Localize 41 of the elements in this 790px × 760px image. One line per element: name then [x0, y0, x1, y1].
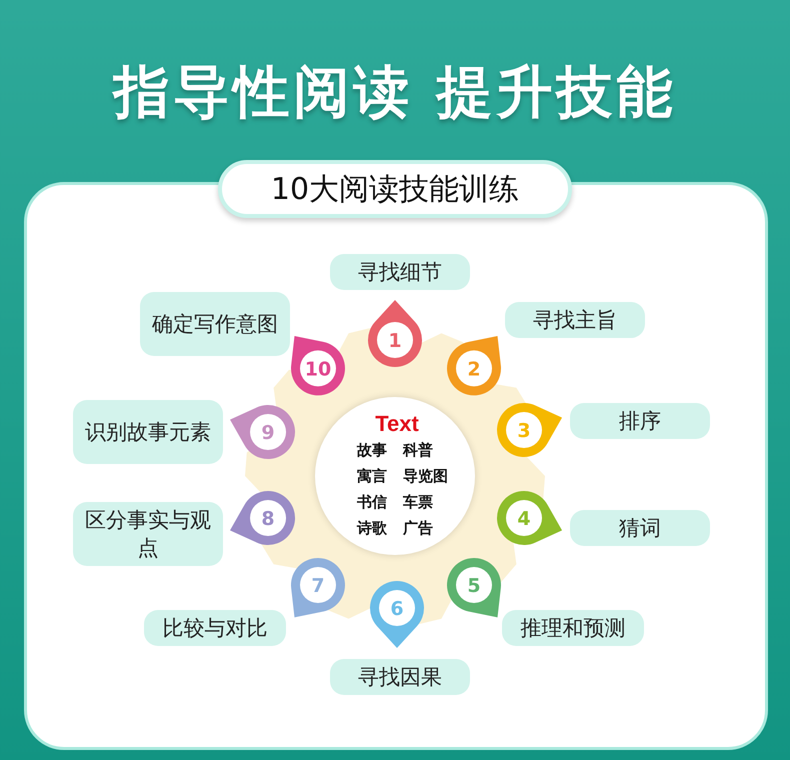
- pin-number: 5: [456, 567, 492, 603]
- numbered-pin: [230, 405, 295, 459]
- skill-label: 猜词: [570, 510, 710, 546]
- numbered-pin: [370, 581, 424, 648]
- pin-number: 10: [300, 350, 336, 386]
- skill-label: 识别故事元素: [73, 400, 223, 464]
- skill-label: 区分事实与观点: [73, 502, 223, 566]
- pin-number: 6: [379, 590, 415, 626]
- numbered-pin: [291, 336, 345, 395]
- skill-label: 排序: [570, 403, 710, 439]
- skill-label: 寻找因果: [330, 659, 470, 695]
- heading-pill: 10大阅读技能训练: [218, 160, 572, 218]
- text-type-label: 寓言: [357, 467, 387, 486]
- skill-label: 确定写作意图: [140, 292, 290, 356]
- numbered-pin: [447, 336, 501, 395]
- skill-label: 推理和预测: [502, 610, 644, 646]
- center-heading: Text: [374, 411, 420, 437]
- skill-label: 比较与对比: [144, 610, 286, 646]
- text-type-label: 故事: [357, 441, 387, 460]
- text-type-label: 广告: [403, 519, 433, 538]
- pin-number: 3: [506, 412, 542, 448]
- pin-number: 1: [377, 322, 413, 358]
- numbered-pin: [368, 300, 422, 367]
- text-type-label: 导览图: [403, 467, 448, 486]
- text-type-label: 车票: [403, 493, 433, 512]
- pin-number: 8: [250, 500, 286, 536]
- pin-number: 9: [250, 414, 286, 450]
- numbered-pin: [230, 491, 295, 545]
- text-type-label: 书信: [357, 493, 387, 512]
- page-title: 指导性阅读 提升技能: [111, 59, 678, 127]
- text-type-label: 诗歌: [357, 519, 387, 538]
- skill-label: 寻找细节: [330, 254, 470, 290]
- pin-number: 2: [456, 350, 492, 386]
- numbered-pin: [497, 403, 562, 457]
- skill-label: 寻找主旨: [505, 302, 645, 338]
- numbered-pin: [497, 491, 562, 545]
- pin-number: 7: [300, 567, 336, 603]
- pin-number: 4: [506, 500, 542, 536]
- numbered-pin: [291, 558, 345, 618]
- text-type-label: 科普: [403, 441, 433, 460]
- numbered-pin: [447, 558, 501, 618]
